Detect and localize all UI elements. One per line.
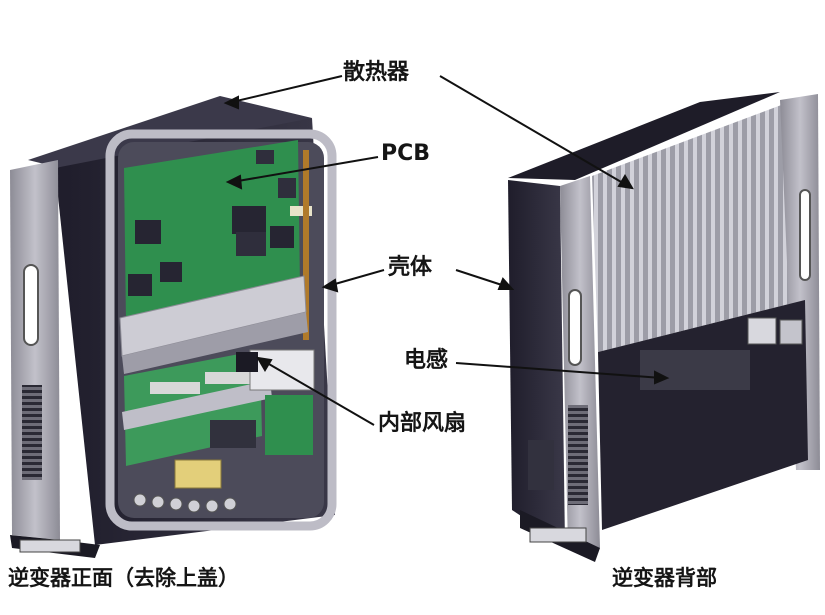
label-pcb: PCB	[381, 141, 431, 166]
capacitor-block	[265, 395, 313, 455]
leader-fan	[261, 359, 375, 426]
label-heatsink: 散热器	[343, 60, 410, 85]
leader-inductor	[455, 362, 663, 379]
leader-heatsink-right	[439, 75, 629, 187]
inductor-mount	[747, 317, 777, 345]
front-handle-slot	[23, 264, 39, 346]
front-frame	[105, 129, 337, 531]
arrowhead	[321, 278, 339, 293]
component	[278, 178, 296, 198]
back-right-column	[780, 94, 820, 470]
arrowhead	[256, 356, 273, 372]
arrowhead	[225, 174, 243, 190]
leader-housing-right	[455, 269, 509, 288]
connector	[290, 206, 312, 216]
component	[256, 150, 274, 164]
back-small-panel	[528, 440, 554, 490]
back-top-surface	[508, 92, 780, 180]
yellow-component	[174, 459, 222, 489]
copper-strip	[303, 150, 309, 340]
label-housing: 壳体	[388, 255, 433, 280]
back-side-vents	[568, 405, 588, 505]
inductor-mount	[779, 319, 803, 345]
component	[270, 226, 294, 248]
leader-housing-left	[327, 269, 385, 287]
component	[210, 420, 256, 448]
component	[205, 372, 253, 384]
component	[135, 220, 161, 244]
component	[236, 232, 266, 256]
leader-lines	[223, 75, 670, 426]
back-inverter	[508, 92, 820, 562]
mid-bar-lower	[122, 312, 308, 374]
leader-heatsink-left	[227, 75, 343, 104]
component	[160, 262, 182, 282]
component	[128, 274, 152, 296]
heatsink-fins	[592, 98, 805, 352]
arrowhead	[223, 95, 239, 110]
front-side-panel	[10, 160, 60, 540]
arrowhead	[654, 370, 670, 385]
back-left-side	[508, 180, 565, 545]
caption-front: 逆变器正面（去除上盖）	[8, 566, 239, 590]
front-foot-bracket	[19, 539, 81, 553]
fan-black-block	[236, 352, 258, 372]
component	[150, 382, 200, 394]
terminal-row	[133, 493, 237, 513]
label-inductor: 电感	[404, 348, 449, 373]
leader-pcb	[231, 156, 379, 183]
component	[232, 206, 266, 234]
front-side-vents	[22, 385, 42, 480]
inductor-housing	[640, 350, 750, 390]
lower-rail	[122, 380, 272, 430]
caption-back: 逆变器背部	[612, 566, 717, 590]
arrowhead	[497, 277, 515, 290]
back-handle-slot	[568, 289, 582, 366]
label-internal-fan: 内部风扇	[378, 411, 467, 436]
arrowhead	[617, 174, 634, 190]
back-right-slot	[799, 189, 811, 281]
back-foot-bracket	[529, 527, 587, 543]
front-inverter	[10, 96, 337, 558]
